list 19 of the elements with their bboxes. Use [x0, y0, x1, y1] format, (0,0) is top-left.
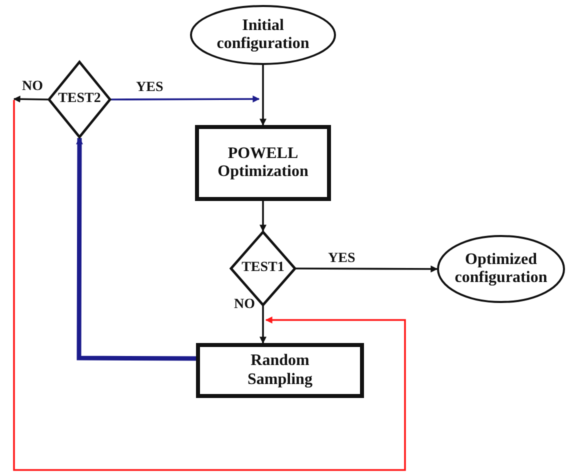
arrow [111, 96, 260, 103]
terminal-ellipse [190, 5, 336, 65]
arrow [296, 265, 438, 272]
arrow [260, 306, 266, 344]
node-label: TEST2 [57, 91, 102, 108]
arrow [13, 100, 406, 471]
arrow [13, 96, 48, 103]
arrow [260, 201, 266, 232]
process-box [195, 125, 331, 201]
node-label: Initial configuration [216, 16, 310, 54]
node-label: Optimized configuration [454, 250, 548, 288]
process-box [196, 343, 364, 398]
node-label: POWELL Optimization [216, 144, 310, 182]
arrow [76, 137, 196, 361]
arrow [260, 65, 266, 126]
terminal-ellipse [437, 235, 565, 303]
node-label: Random Sampling [246, 352, 314, 389]
decision-diamond [48, 61, 111, 138]
node-label: TEST1 [240, 260, 286, 277]
